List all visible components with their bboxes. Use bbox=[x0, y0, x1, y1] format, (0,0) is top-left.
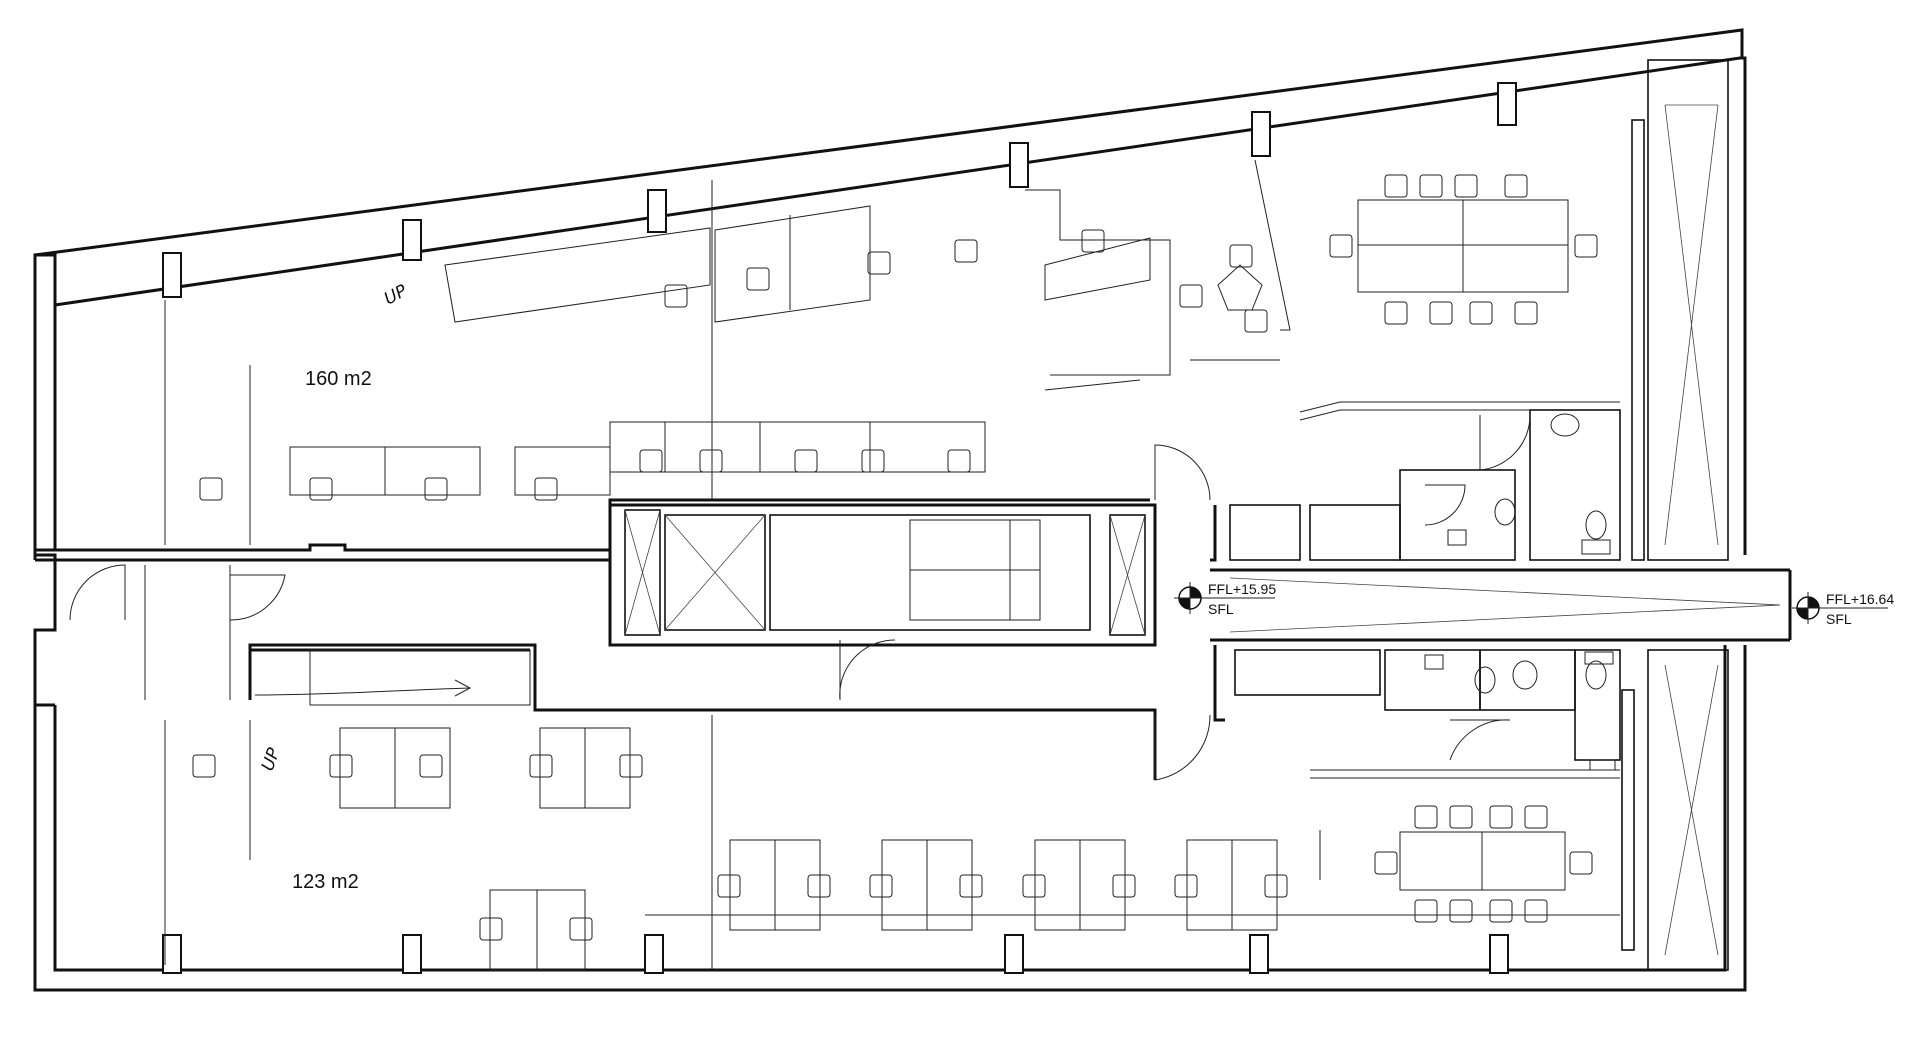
right-shafts bbox=[1621, 59, 1729, 971]
level-marker-middle: FFL+15.95 SFL bbox=[1174, 581, 1276, 617]
lower-stair-note: UP bbox=[258, 745, 285, 774]
area-upper-label: 160 m2 bbox=[305, 368, 372, 390]
outer-walls bbox=[33, 28, 1747, 992]
upper-stair-note: UP bbox=[381, 281, 411, 310]
level-right-main: FFL+16.64 bbox=[1826, 591, 1894, 607]
columns bbox=[162, 82, 1517, 974]
desks-lower bbox=[339, 727, 1566, 971]
lower-stair bbox=[254, 649, 531, 706]
core-stair bbox=[909, 519, 1041, 621]
lower-bathrooms bbox=[1234, 649, 1621, 771]
doors bbox=[69, 444, 1211, 781]
chairs-lower bbox=[192, 754, 1593, 941]
partitions bbox=[164, 159, 1620, 970]
level-middle-sub: SFL bbox=[1208, 601, 1234, 617]
level-marker-right: FFL+16.64 SFL bbox=[1792, 591, 1894, 627]
central-core bbox=[608, 503, 1157, 701]
level-middle-main: FFL+15.95 bbox=[1208, 581, 1276, 597]
level-right-sub: SFL bbox=[1826, 611, 1852, 627]
desks-upper bbox=[289, 199, 1569, 496]
chairs-upper bbox=[199, 174, 1598, 501]
upper-stair bbox=[444, 227, 711, 323]
upper-bathrooms bbox=[1229, 409, 1621, 561]
area-lower-label: 123 m2 bbox=[292, 871, 359, 893]
corridor bbox=[35, 498, 1792, 780]
